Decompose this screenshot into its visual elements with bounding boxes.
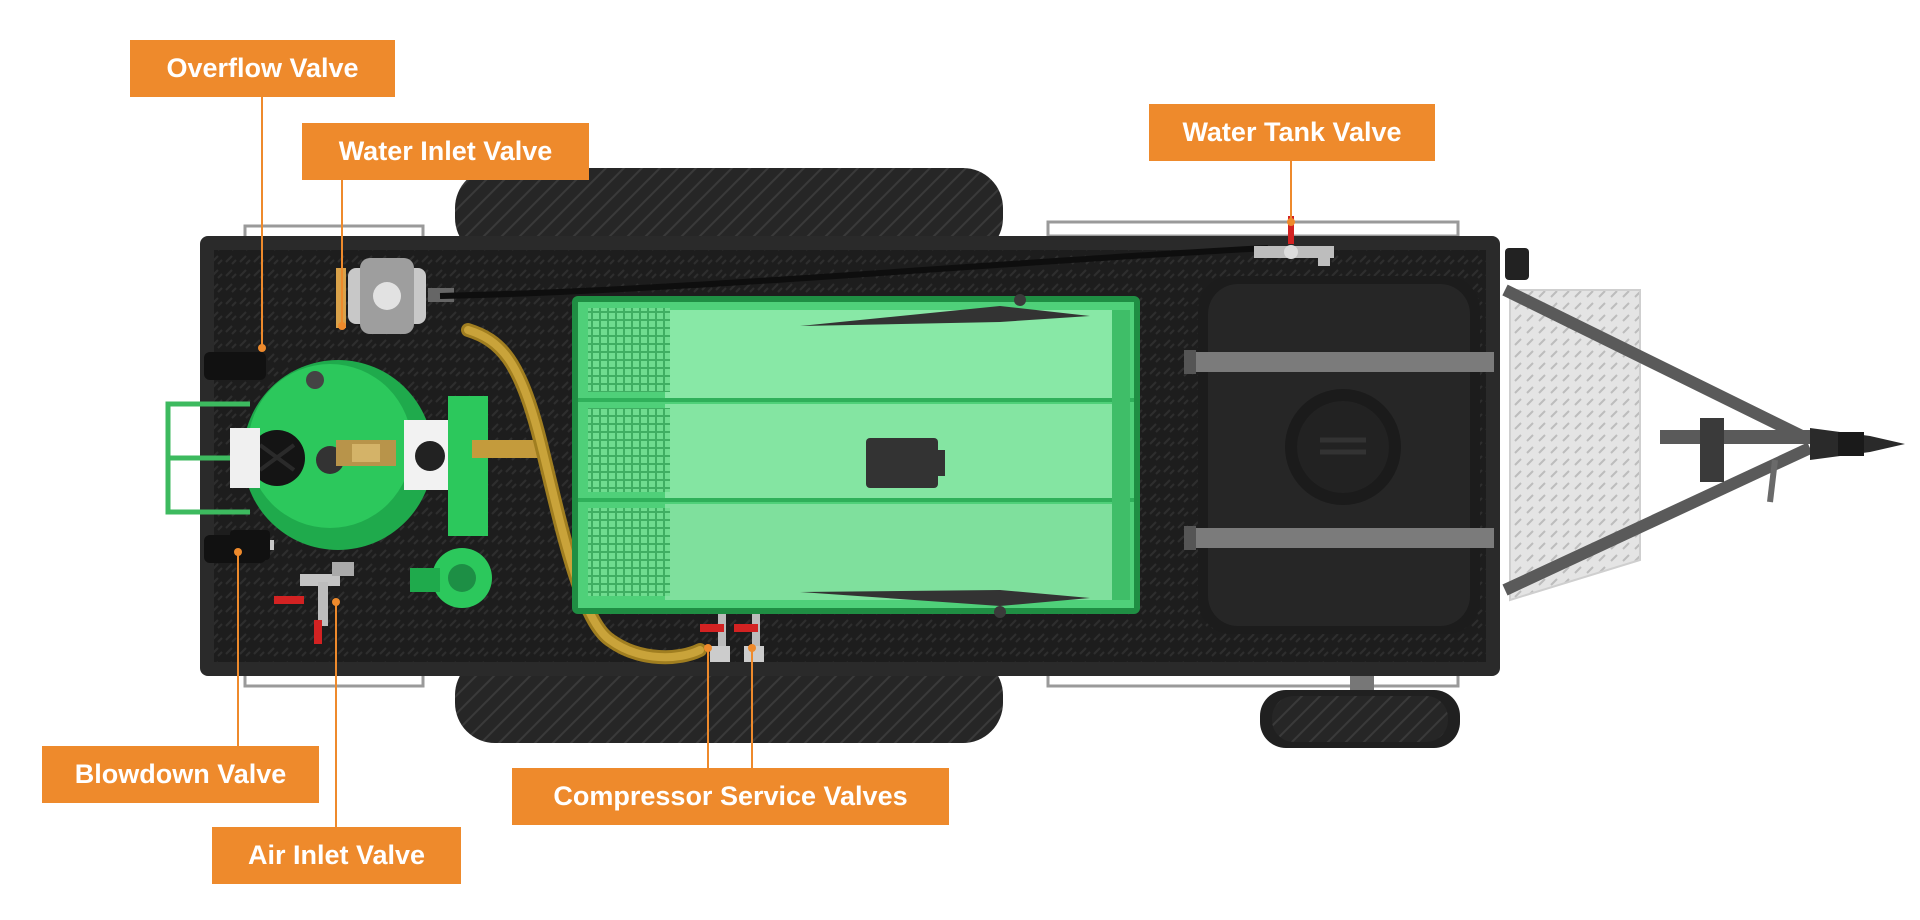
- compressor: [572, 294, 1140, 618]
- air-inlet-valve-label: Air Inlet Valve: [212, 827, 461, 884]
- compressor-service-valves-label: Compressor Service Valves: [512, 768, 949, 825]
- blast-pot: [204, 352, 433, 563]
- overflow-valve-label: Overflow Valve: [130, 40, 395, 97]
- water-tank: [1184, 276, 1494, 634]
- main-wheel-bottom: [455, 655, 1003, 743]
- water-tank-valve-fitting: [1254, 216, 1334, 266]
- blowdown-valve-label: Blowdown Valve: [42, 746, 319, 803]
- main-wheel-top: [455, 168, 1003, 258]
- air-hose: [461, 323, 707, 665]
- trailer-tongue: [1502, 284, 1905, 602]
- water-line: [439, 245, 1269, 299]
- water-tank-valve-label: Water Tank Valve: [1149, 104, 1435, 161]
- compressor-valve-fittings: [700, 614, 764, 662]
- leader-dots: [234, 218, 1295, 652]
- control-box: [404, 396, 542, 608]
- leader-lines: [237, 96, 1292, 828]
- water-inlet-valve-label: Water Inlet Valve: [302, 123, 589, 180]
